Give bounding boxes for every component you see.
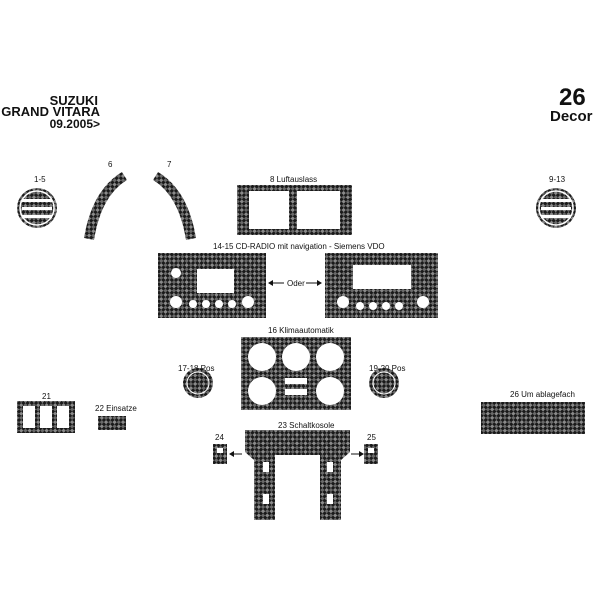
label-8: 8 Luftauslass [270, 175, 318, 184]
part-19-20-knob [369, 368, 399, 398]
part-14-radio-panel [158, 253, 266, 318]
label-oder: Oder [287, 279, 305, 288]
arrow-right [306, 280, 322, 286]
part-1-5-vent [17, 188, 57, 228]
label-21: 21 [42, 392, 51, 401]
arrow-left [268, 280, 284, 286]
label-1-5: 1-5 [34, 175, 46, 184]
label-26: 26 Um ablagefach [510, 390, 575, 399]
part-22-insert [98, 416, 126, 430]
label-14-15: 14-15 CD-RADIO mit navigation - Siemens … [213, 242, 385, 251]
label-9-13: 9-13 [549, 175, 566, 184]
part-9-13-vent [536, 188, 576, 228]
part-26-storage-panel [481, 402, 585, 434]
label-24: 24 [215, 433, 224, 442]
brand-label: SUZUKI [49, 93, 98, 108]
label-16: 16 Klimaautomatik [268, 326, 334, 335]
label-22: 22 Einsatze [95, 404, 137, 413]
part-25-trim [351, 444, 378, 464]
part-6-arc [84, 172, 127, 240]
label-23: 23 Schaltkosole [278, 421, 335, 430]
kit-type: Decor [550, 108, 593, 125]
part-23-shift-console [245, 430, 350, 520]
kit-number: 26 [559, 84, 586, 111]
part-8-air-outlet [237, 185, 352, 235]
part-17-18-knob [183, 368, 213, 398]
date-label: 09.2005> [49, 117, 100, 131]
part-7-arc [153, 172, 196, 240]
part-21-switch-frame [17, 401, 75, 433]
label-7: 7 [167, 160, 172, 169]
part-15-radio-panel [325, 253, 438, 318]
part-24-trim [213, 444, 242, 464]
model-label: GRAND VITARA [1, 104, 100, 119]
label-25: 25 [367, 433, 376, 442]
part-16-climate-panel [241, 337, 351, 410]
label-6: 6 [108, 160, 113, 169]
